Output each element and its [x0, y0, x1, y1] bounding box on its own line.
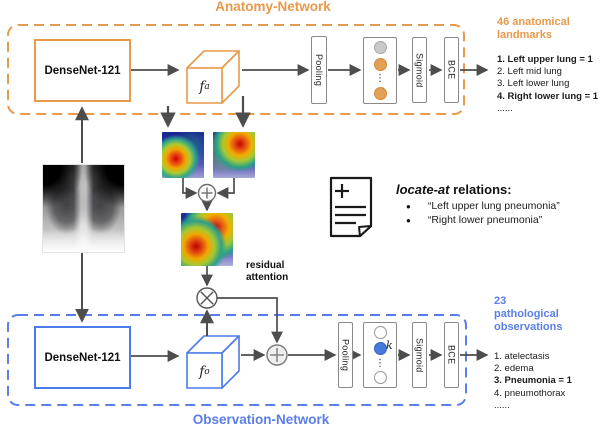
attention-map-merged: [181, 213, 233, 266]
attention-map-right: [213, 132, 255, 178]
relations-list: ● “Left upper lung pneumonia” ● “Right l…: [406, 200, 560, 228]
observations-header: 23 pathological observations: [494, 295, 563, 333]
observation-sigmoid-label: Sigmoid: [414, 337, 425, 373]
landmark-item: 4. Right lower lung = 1: [497, 90, 599, 102]
neuron-blue: [373, 342, 387, 356]
anatomy-neurons-box: ⋮: [363, 37, 397, 104]
landmarks-header: 46 anatomical landmarks: [497, 16, 570, 41]
add-node-residual: [266, 344, 288, 366]
anatomy-sigmoid-label: Sigmoid: [414, 52, 425, 88]
anatomy-pooling-label: Pooling: [314, 53, 324, 87]
observation-item: 3. Pneumonia = 1: [494, 375, 572, 387]
fa-feature-cube: [186, 50, 240, 104]
landmark-item: 2. Left mid lung: [497, 66, 562, 78]
bullet-icon: ●: [406, 202, 411, 211]
landmark-item: 1. Left upper lung = 1: [497, 54, 593, 65]
chest-xray-image: [42, 164, 125, 253]
neuron-ellipsis-icon: ⋮: [375, 73, 385, 85]
anatomy-bce-label: BCE: [446, 60, 457, 80]
neuron-gray: [373, 41, 387, 54]
observation-pooling-label: Pooling: [340, 338, 351, 372]
relations-title: locate-at relations:: [396, 182, 512, 197]
fo-feature-cube: [186, 335, 240, 389]
anatomy-densenet-box: DenseNet-121: [34, 39, 131, 102]
observations-list: 1. atelectasis 2. edema 3. Pneumonia = 1…: [494, 351, 572, 412]
arrows: [75, 64, 489, 362]
anatomy-bce-box: BCE: [444, 37, 459, 103]
neuron-ellipsis-icon: ⋮: [375, 357, 385, 369]
list-ellipsis: ......: [497, 102, 513, 114]
anatomy-sigmoid-box: Sigmoid: [412, 37, 427, 103]
landmark-item: 3. Left lower lung: [497, 78, 570, 90]
observation-sigmoid-box: Sigmoid: [412, 322, 427, 388]
observation-network-border: [7, 314, 467, 406]
relation-item: ● “Left upper lung pneumonia”: [406, 200, 560, 212]
observation-item: 1. atelectasis: [494, 351, 550, 362]
observation-densenet-box: DenseNet-121: [34, 326, 131, 389]
observation-network-title: Observation-Network: [192, 412, 330, 427]
anatomy-network-title: Anatomy-Network: [215, 0, 331, 14]
observation-pooling-box: Pooling: [338, 322, 353, 388]
observation-item: 2. edema: [494, 363, 534, 375]
anatomy-pooling-box: Pooling: [311, 36, 327, 104]
neuron-orange: [373, 86, 387, 100]
neuron-hollow: [373, 370, 387, 384]
neuron-orange: [373, 57, 387, 71]
neuron-k-label: k: [386, 339, 393, 352]
observation-bce-label: BCE: [446, 345, 457, 365]
observation-bce-box: BCE: [444, 322, 459, 388]
attention-map-left: [162, 132, 204, 178]
note-document-icon: [329, 176, 373, 238]
multiply-node: [196, 287, 218, 309]
relation-item: ● “Right lower pneumonia”: [406, 214, 543, 226]
landmarks-list: 1. Left upper lung = 1 2. Left mid lung …: [497, 54, 598, 115]
list-ellipsis: ......: [494, 399, 510, 411]
observation-neurons-box: ⋮ k: [363, 322, 397, 388]
add-node-maps: [197, 183, 217, 203]
bullet-icon: ●: [406, 216, 411, 225]
neuron-hollow: [373, 326, 387, 339]
residual-attention-label: residual attention: [246, 260, 289, 283]
observation-item: 4. pneumothorax: [494, 387, 566, 399]
